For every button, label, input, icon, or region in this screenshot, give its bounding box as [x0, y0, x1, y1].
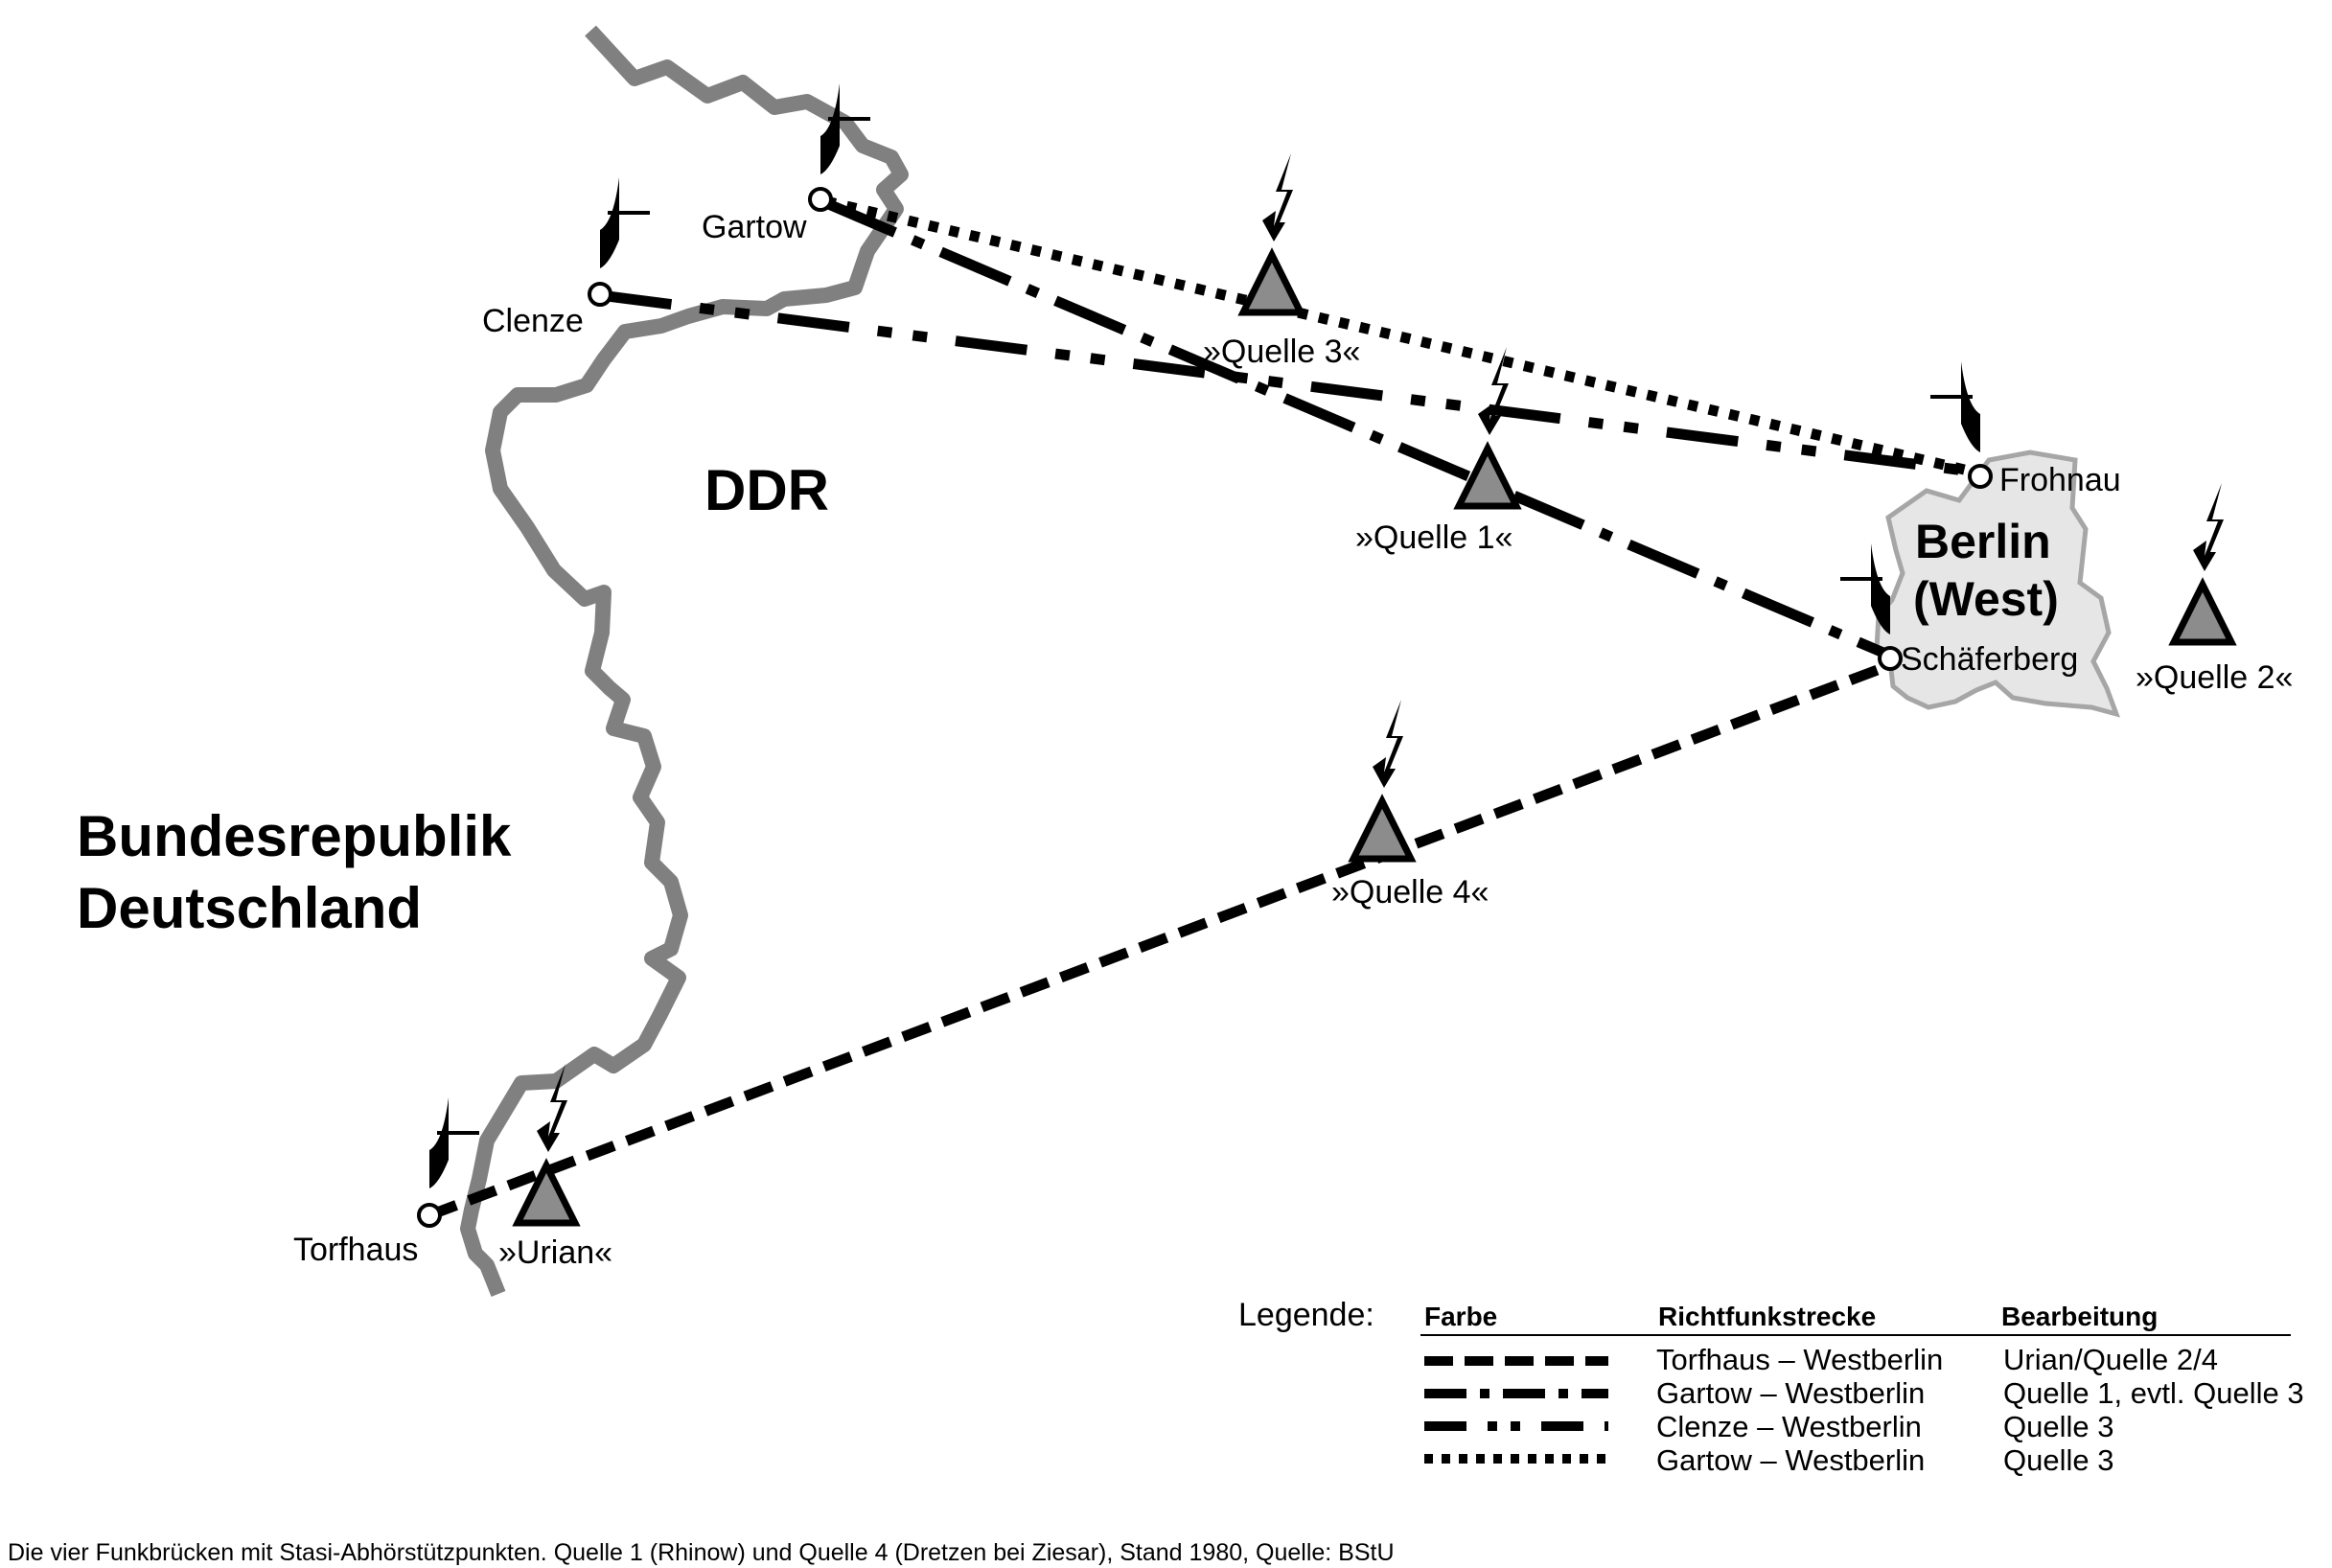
frohnau-node: [1968, 464, 1993, 489]
schaeferberg-node: [1878, 646, 1903, 671]
inner-german-border: [460, 25, 909, 1297]
legend-row1-strecke: Torfhaus – Westberlin: [1656, 1343, 1943, 1376]
ddr-label: DDR: [704, 458, 829, 522]
brd-label-line1: Bundesrepublik: [77, 804, 512, 868]
legend-row4-bearbeitung: Quelle 3: [2003, 1443, 2113, 1477]
link-torfhaus-westberlin: [427, 659, 1892, 1221]
quelle2-label: »Quelle 2«: [2136, 659, 2293, 696]
quelle2-post-icon: [2174, 483, 2231, 642]
legend-header-bearbeitung: Bearbeitung: [2001, 1302, 2158, 1331]
legend-row2-bearbeitung: Quelle 1, evtl. Quelle 3: [2003, 1376, 2304, 1410]
quelle3-post-icon: [1243, 153, 1301, 312]
quelle1-post-icon: [1459, 347, 1516, 506]
clenze-label: Clenze: [482, 303, 584, 339]
frohnau-label: Frohnau: [1999, 462, 2121, 498]
torfhaus-node: [417, 1203, 442, 1228]
torfhaus-label: Torfhaus: [293, 1232, 418, 1268]
quelle3-label: »Quelle 3«: [1203, 334, 1360, 370]
frohnau-station: [1928, 359, 1993, 489]
urian-label: »Urian«: [498, 1234, 612, 1271]
schaeferberg-label: Schäferberg: [1901, 641, 2078, 678]
legend: Legende: Farbe Richtfunkstrecke Bearbeit…: [1238, 1297, 2304, 1477]
link-gartow-westberlin-quelle3: [824, 196, 1974, 477]
legend-row1-bearbeitung: Urian/Quelle 2/4: [2003, 1343, 2218, 1376]
link-gartow-westberlin-quelle1: [823, 197, 1893, 661]
clenze-station: [588, 175, 652, 307]
berlin-west-area: [1874, 450, 2121, 718]
brd-label-line2: Deutschland: [77, 876, 422, 940]
figure-caption: Die vier Funkbrücken mit Stasi-Abhörstüt…: [8, 1539, 1395, 1566]
link-clenze-westberlin: [599, 289, 1974, 477]
quelle4-post-icon: [1353, 700, 1411, 859]
gartow-node: [808, 187, 833, 212]
berlin-label-line2: (West): [1913, 572, 2059, 626]
gartow-label: Gartow: [702, 209, 807, 245]
clenze-node: [588, 282, 612, 307]
legend-row3-strecke: Clenze – Westberlin: [1656, 1410, 1922, 1443]
legend-header-strecke: Richtfunkstrecke: [1658, 1302, 1876, 1331]
gartow-station: [808, 81, 872, 212]
berlin-label-line1: Berlin: [1915, 515, 2051, 568]
legend-row3-bearbeitung: Quelle 3: [2003, 1410, 2113, 1443]
quelle1-label: »Quelle 1«: [1355, 519, 1512, 556]
legend-row4-strecke: Gartow – Westberlin: [1656, 1443, 1925, 1477]
legend-header-farbe: Farbe: [1424, 1302, 1497, 1331]
torfhaus-station: [417, 1095, 481, 1228]
schaeferberg-station: [1838, 542, 1903, 671]
legend-row2-strecke: Gartow – Westberlin: [1656, 1376, 1925, 1410]
legend-title: Legende:: [1238, 1297, 1374, 1333]
quelle4-label: »Quelle 4«: [1331, 874, 1489, 911]
